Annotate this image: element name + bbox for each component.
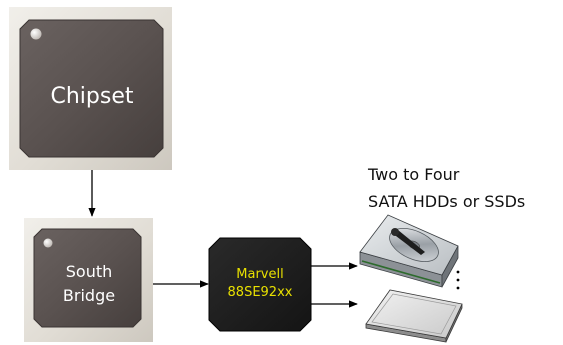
hard-disk-drive-icon [359, 214, 459, 288]
south-bridge-label-line1: South [66, 262, 113, 281]
pin1-dot-icon [43, 238, 53, 248]
pin1-dot-icon [30, 28, 42, 40]
chipset-label: Chipset [50, 84, 133, 109]
south-bridge-label-line2: Bridge [63, 286, 115, 305]
south-bridge-block: South Bridge [24, 218, 153, 342]
storage-caption-line2: SATA HDDs or SSDs [368, 192, 525, 211]
storage-caption-line1: Two to Four [367, 165, 460, 184]
solid-state-drive-icon [365, 289, 463, 343]
controller-label-line2: 88SE92xx [228, 285, 293, 300]
marvell-controller-block: Marvell 88SE92xx [208, 237, 312, 332]
chipset-block: Chipset [9, 7, 172, 170]
controller-label-line1: Marvell [236, 267, 283, 282]
more-drives-ellipsis-icon [456, 270, 460, 290]
